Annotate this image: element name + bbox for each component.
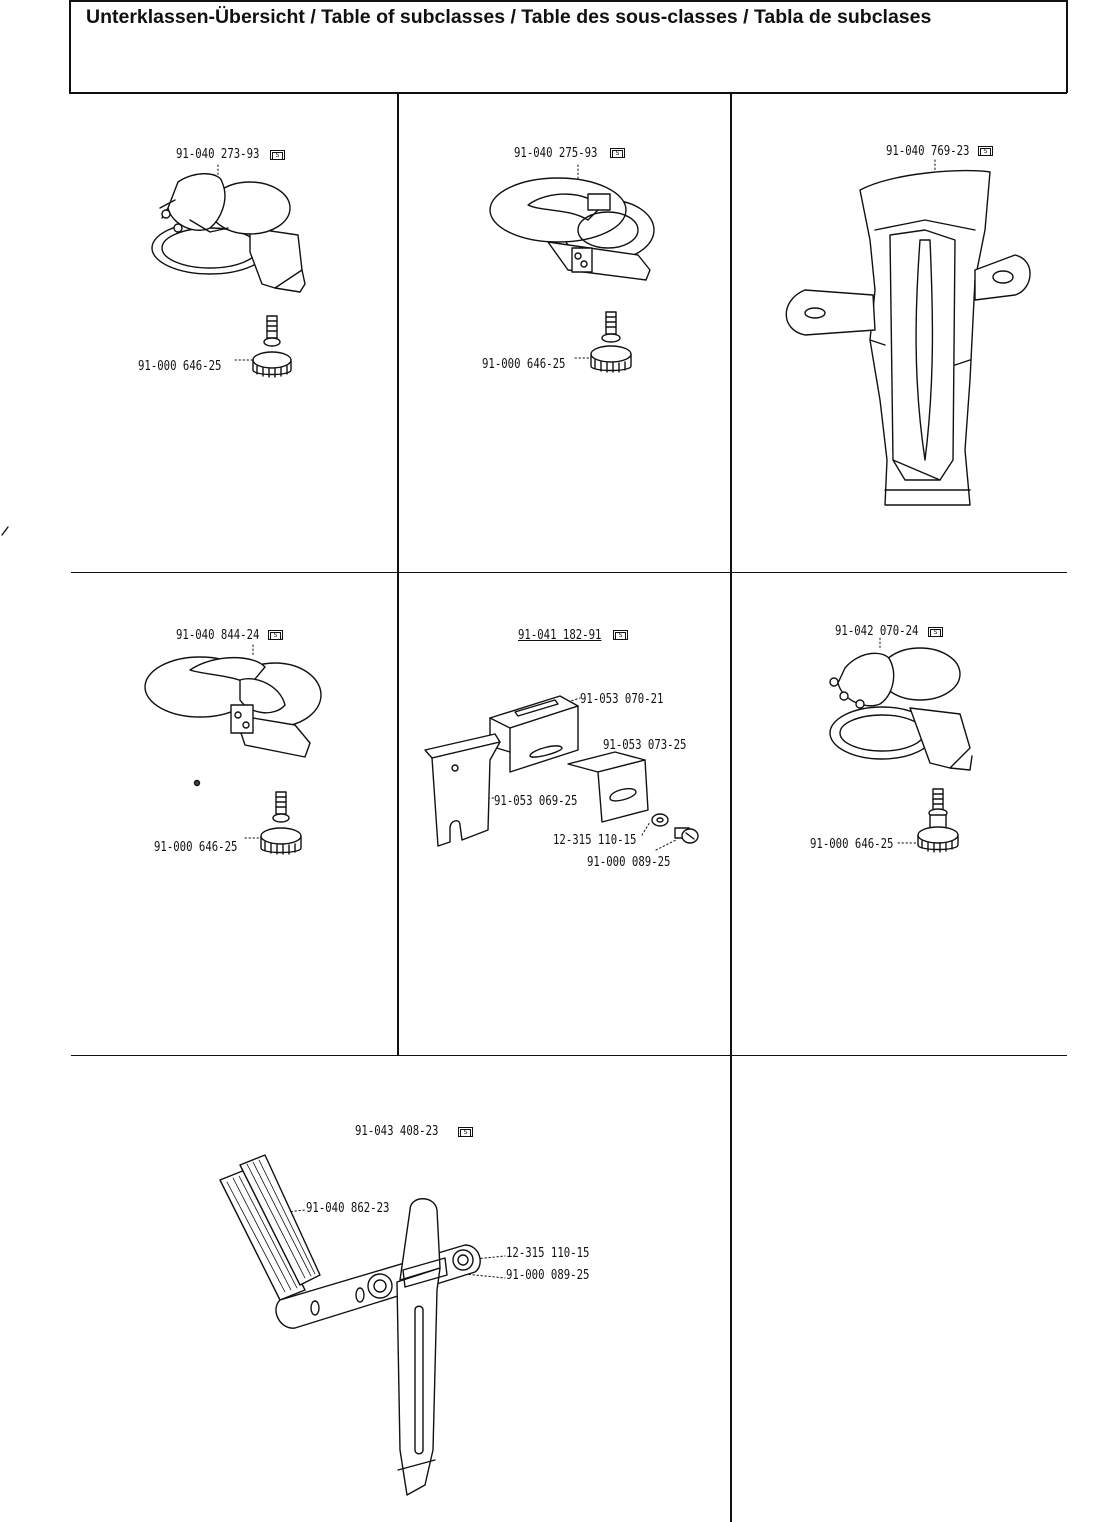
header-box-left	[69, 0, 71, 93]
folder-attachment-drawing	[785, 159, 1031, 506]
margin-tick-mark	[1, 526, 9, 536]
thumb-screw-drawing	[234, 315, 292, 378]
grid-row-line-1	[71, 572, 1067, 573]
part-number-label: 91-053 073-25	[603, 738, 687, 753]
thumb-screw-drawing	[897, 788, 959, 853]
s-symbol-icon: S	[928, 627, 943, 637]
edge-guide-assembly-drawing	[219, 1154, 506, 1496]
binder-attachment-drawing	[489, 164, 655, 281]
grid-col-line-1	[397, 92, 399, 1055]
binder-attachment-drawing	[829, 637, 973, 771]
main-part-number: 91-040 273-93	[176, 147, 260, 162]
grid-line-top	[69, 92, 1067, 94]
header-box-top	[69, 0, 1067, 2]
part-number-label: 91-040 862-23	[306, 1201, 390, 1216]
main-part-number: 91-043 408-23	[355, 1124, 439, 1139]
binder-attachment-drawing	[144, 644, 322, 758]
s-symbol-icon: S	[268, 630, 283, 640]
s-symbol-icon: S	[270, 150, 285, 160]
grid-row-line-2	[71, 1055, 1067, 1056]
thumb-screw-drawing	[574, 311, 632, 373]
main-part-number: 91-042 070-24	[835, 624, 919, 639]
grid-col-line-2	[730, 92, 732, 1522]
main-part-number: 91-040 275-93	[514, 146, 598, 161]
main-part-number: 91-040 844-24	[176, 628, 260, 643]
part-number-label: 91-000 089-25	[587, 855, 671, 870]
page-title: Unterklassen-Übersicht / Table of subcla…	[86, 6, 932, 28]
s-symbol-icon: S	[613, 630, 628, 640]
part-number-label: 12-315 110-15	[553, 833, 637, 848]
part-number-label: 12-315 110-15	[506, 1246, 590, 1261]
s-symbol-icon: S	[978, 146, 993, 156]
main-part-number: 91-040 769-23	[886, 144, 970, 159]
part-number-label: 91-053 070-21	[580, 692, 664, 707]
part-number-label: 91-000 646-25	[482, 357, 566, 372]
guide-parts-exploded-drawing	[424, 695, 699, 851]
main-part-number: 91-041 182-91	[518, 628, 602, 643]
part-number-label: 91-000 646-25	[138, 359, 222, 374]
part-number-label: 91-000 646-25	[154, 840, 238, 855]
part-number-label: 91-000 089-25	[506, 1268, 590, 1283]
dot-mark	[193, 779, 201, 787]
s-symbol-icon: S	[458, 1127, 473, 1137]
s-symbol-icon: S	[610, 148, 625, 158]
thumb-screw-drawing	[244, 791, 302, 855]
part-number-label: 91-053 069-25	[494, 794, 578, 809]
header-box-right	[1066, 0, 1068, 93]
part-number-label: 91-000 646-25	[810, 837, 894, 852]
binder-attachment-drawing	[151, 164, 306, 293]
